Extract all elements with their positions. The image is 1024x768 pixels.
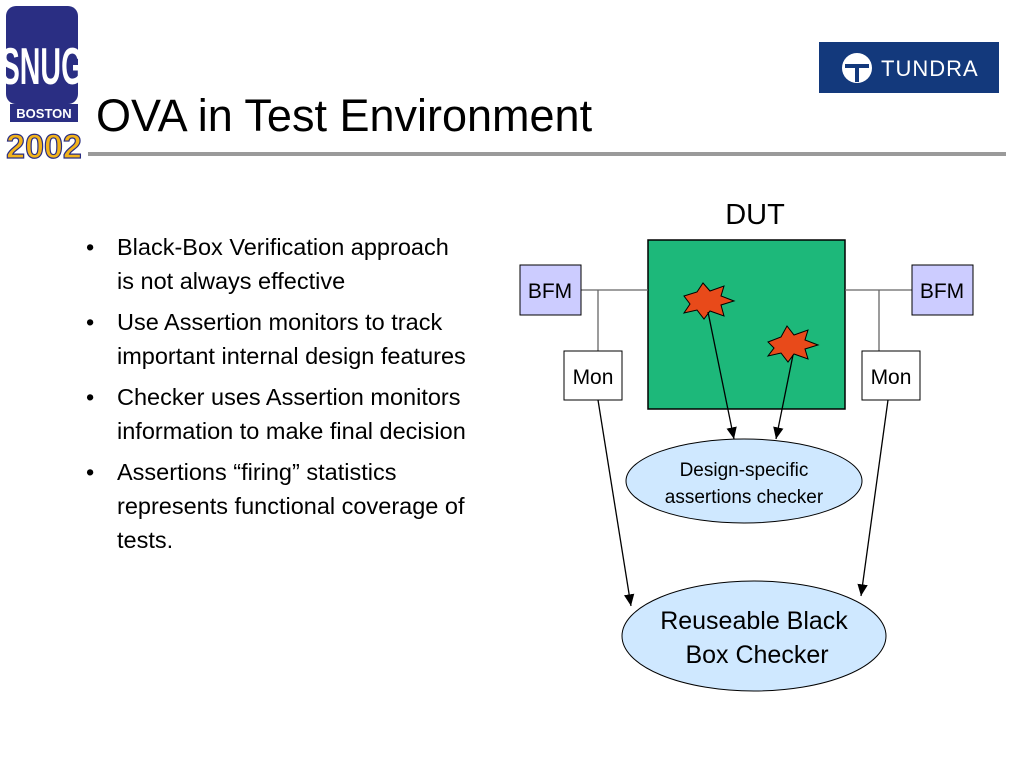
tundra-logo: TUNDRA <box>819 42 999 93</box>
logo-year-text: 2002 <box>6 128 82 162</box>
bfm-left-box <box>519 264 582 316</box>
logo-boston-text: BOSTON <box>16 106 71 121</box>
star-to-design-checker-arrow <box>707 311 737 440</box>
mon-right-box <box>861 350 921 401</box>
blackbox-checker-label-line2: Box Checker <box>685 641 828 669</box>
design-checker-label-line1: Design-specific <box>680 460 809 481</box>
mon-left-label: Mon <box>573 366 614 389</box>
mon-left-box <box>563 350 623 401</box>
tundra-logo-text: TUNDRA <box>881 56 979 81</box>
mon-to-blackbox-arrow <box>857 399 889 597</box>
bfm-right-label: BFM <box>920 280 964 303</box>
bullet-item: Use Assertion monitors to track importan… <box>76 305 471 373</box>
bullet-item: Black-Box Verification approach is not a… <box>76 230 471 298</box>
slide-title: OVA in Test Environment <box>96 90 593 141</box>
logo-boston-band <box>10 104 78 122</box>
mon-right-label: Mon <box>871 366 912 389</box>
star-to-design-checker-arrow <box>773 354 794 440</box>
bfm-right-box <box>911 264 974 316</box>
bullet-list: Black-Box Verification approach is not a… <box>76 230 471 564</box>
blackbox-checker-oval <box>621 580 887 692</box>
logo-snug-text: SNUG <box>4 37 82 95</box>
mon-to-blackbox-arrow <box>597 399 635 607</box>
title-divider <box>88 152 1006 156</box>
dut-label: DUT <box>725 199 785 231</box>
bfm-left-label: BFM <box>528 280 572 303</box>
snug-boston-2002-logo: SNUG BOSTON 2002 <box>4 6 82 162</box>
dut-box <box>647 239 846 410</box>
blackbox-checker-label-line1: Reuseable Black <box>660 607 848 635</box>
design-checker-label-line2: assertions checker <box>665 487 824 508</box>
bullet-item: Assertions “firing” statistics represent… <box>76 455 471 557</box>
assertion-fire-star-icon <box>766 325 820 363</box>
design-checker-oval <box>625 438 863 524</box>
logo-banner <box>6 6 78 104</box>
bullet-item: Checker uses Assertion monitors informat… <box>76 380 471 448</box>
assertion-fire-star-icon <box>682 282 736 320</box>
